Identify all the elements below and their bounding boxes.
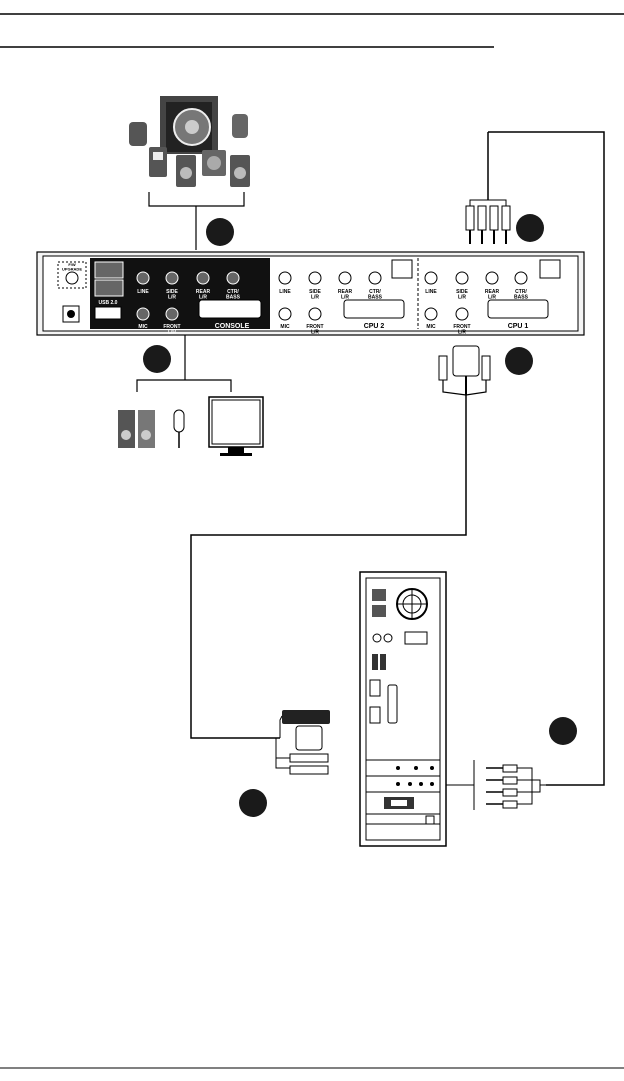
audio-cable-icon — [465, 132, 511, 244]
console-label: CONSOLE — [215, 323, 250, 330]
cpu2-line-label: LINE — [279, 289, 291, 295]
cpu2-mic-label: MIC — [280, 324, 290, 330]
cpu1-ctr-label: CTR/BASS — [514, 289, 529, 301]
kvm-cable-end — [275, 710, 330, 775]
usb-label: USB 2.0 — [99, 300, 118, 306]
speakers-icon — [118, 410, 155, 448]
callout-4 — [505, 347, 533, 375]
console-ctr-label: CTR/BASS — [226, 289, 241, 301]
callout-2 — [516, 214, 544, 242]
cpu1-line-label: LINE — [425, 289, 437, 295]
callout-6 — [239, 789, 267, 817]
cpu2-ctr-label: CTR/BASS — [368, 289, 383, 301]
microphone-icon — [173, 409, 185, 448]
callout-3 — [143, 345, 171, 373]
speaker-system-icon — [129, 96, 250, 187]
kvm-cable-icon — [438, 345, 491, 396]
console-line-label: LINE — [137, 289, 149, 295]
audio-cable-end — [446, 760, 546, 810]
callout-5 — [549, 717, 577, 745]
console-mic-label: MIC — [138, 324, 148, 330]
cpu1-mic-label: MIC — [426, 324, 436, 330]
monitor-icon — [208, 396, 264, 456]
callout-1 — [206, 218, 234, 246]
cpu2-label: CPU 2 — [364, 323, 385, 330]
computer-tower-icon — [359, 571, 447, 847]
cpu1-label: CPU 1 — [508, 323, 529, 330]
